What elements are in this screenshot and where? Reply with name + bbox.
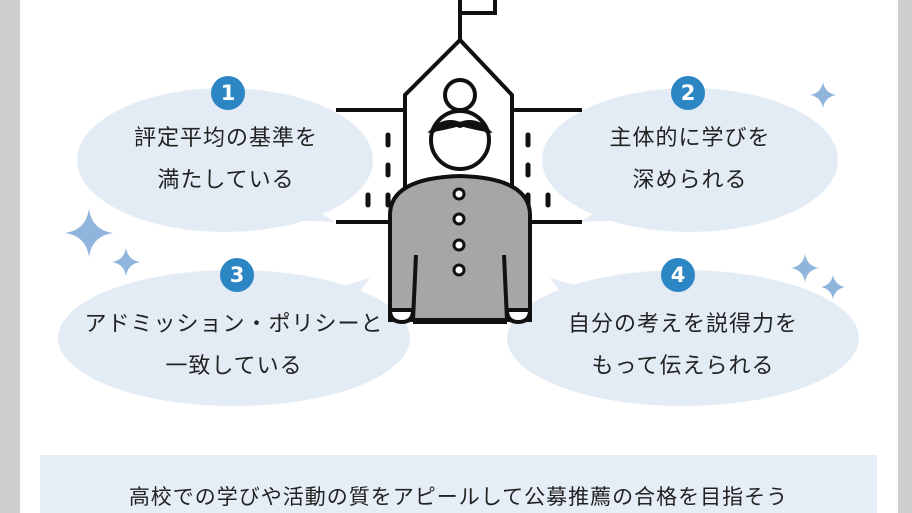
number-badge-4: 4 bbox=[661, 258, 695, 292]
point-1-line2: 満たしている bbox=[157, 168, 295, 193]
number-badge-3: 3 bbox=[220, 258, 254, 292]
point-3-line1: アドミッション・ポリシーと bbox=[84, 312, 384, 337]
point-4-text: 自分の考えを説得力を もって伝えられる bbox=[507, 304, 859, 388]
sparkle-icon bbox=[112, 248, 140, 276]
student-figure bbox=[387, 78, 533, 325]
point-2-line1: 主体的に学びを bbox=[609, 126, 771, 151]
point-3-line2: 一致している bbox=[165, 354, 303, 379]
summary-text: 高校での学びや活動の質をアピールして公募推薦の合格を目指そう bbox=[128, 485, 789, 509]
point-4-line2: もって伝えられる bbox=[591, 354, 775, 379]
speech-bubble-2 bbox=[542, 88, 838, 232]
point-3-text: アドミッション・ポリシーと 一致している bbox=[58, 304, 410, 388]
speech-bubble-3 bbox=[58, 270, 410, 406]
speech-bubble-1 bbox=[77, 88, 373, 232]
summary-banner: 高校での学びや活動の質をアピールして公募推薦の合格を目指そう bbox=[40, 455, 877, 513]
sparkle-icon bbox=[821, 275, 845, 299]
sparkle-icon bbox=[791, 254, 819, 282]
point-4-line1: 自分の考えを説得力を bbox=[567, 312, 798, 337]
right-border bbox=[898, 0, 912, 513]
number-badge-2: 2 bbox=[671, 76, 705, 110]
point-1-line1: 評定平均の基準を bbox=[133, 126, 318, 151]
point-2-text: 主体的に学びを 深められる bbox=[542, 118, 838, 202]
speech-bubble-4 bbox=[507, 270, 859, 406]
left-border bbox=[0, 0, 20, 513]
sparkle-icon bbox=[65, 209, 113, 257]
point-2-line2: 深められる bbox=[632, 168, 748, 193]
sparkle-icon bbox=[810, 82, 836, 108]
number-badge-1: 1 bbox=[211, 76, 245, 110]
point-1-text: 評定平均の基準を 満たしている bbox=[78, 118, 374, 202]
